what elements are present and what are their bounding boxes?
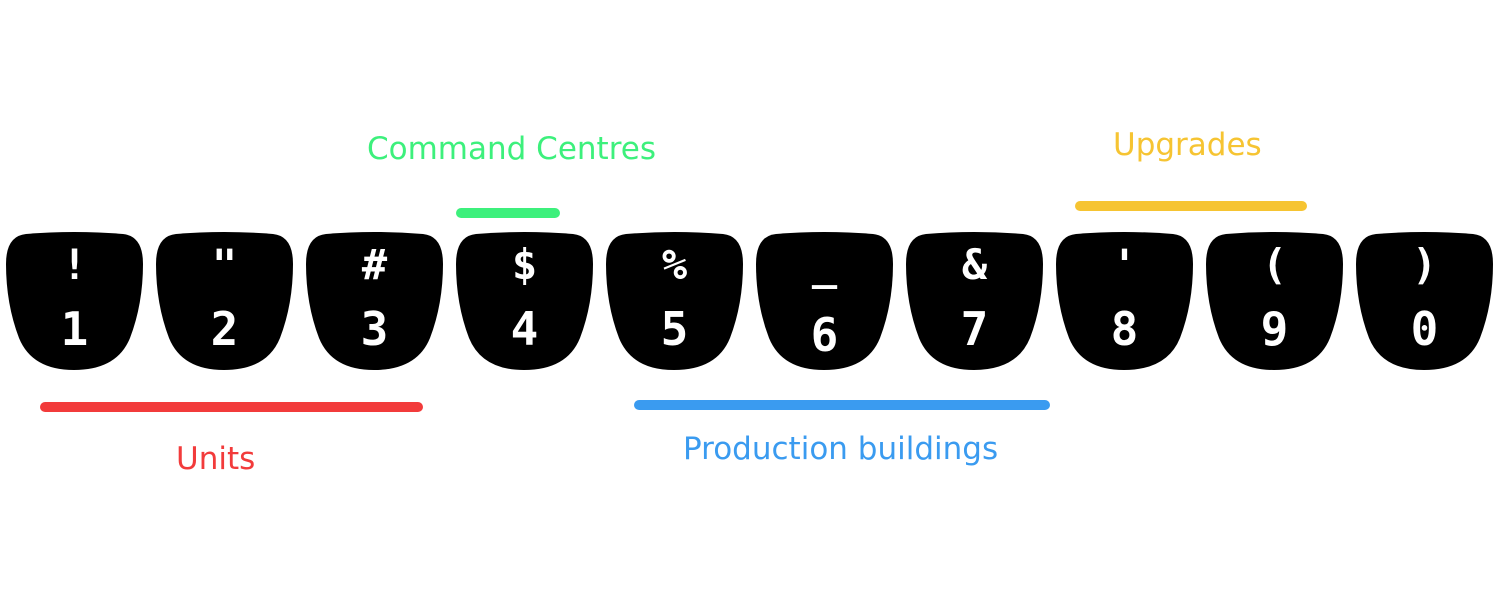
key-digit: 3 xyxy=(360,302,389,356)
key-4: $4 xyxy=(456,232,593,370)
key-symbol: ' xyxy=(1111,240,1138,289)
production-buildings-bar xyxy=(634,400,1050,410)
key-symbol: # xyxy=(361,240,388,289)
key-shape xyxy=(6,232,143,370)
key-shape xyxy=(456,232,593,370)
key-digit: 9 xyxy=(1260,302,1289,356)
key-shape xyxy=(1056,232,1193,370)
key-5: %5 xyxy=(606,232,743,370)
command-centres-bar xyxy=(456,208,560,218)
key-2: "2 xyxy=(156,232,293,370)
key-shape xyxy=(756,232,893,370)
key-1: !1 xyxy=(6,232,143,370)
command-centres-label: Command Centres xyxy=(367,131,656,167)
key-3: #3 xyxy=(306,232,443,370)
key-symbol: ) xyxy=(1411,240,1438,289)
key-symbol: " xyxy=(211,240,238,289)
key-digit: 7 xyxy=(960,302,989,356)
key-shape xyxy=(606,232,743,370)
key-shape xyxy=(906,232,1043,370)
key-8: '8 xyxy=(1056,232,1193,370)
key-digit: 0 xyxy=(1410,302,1439,356)
production-buildings-label: Production buildings xyxy=(683,431,999,467)
key-shape xyxy=(306,232,443,370)
key-7: &7 xyxy=(906,232,1043,370)
key-shape xyxy=(156,232,293,370)
key-6: _6 xyxy=(756,232,893,370)
key-9: (9 xyxy=(1206,232,1343,370)
upgrades-bar xyxy=(1075,201,1307,211)
key-symbol: _ xyxy=(811,240,838,289)
key-0: )0 xyxy=(1356,232,1493,370)
key-digit: 1 xyxy=(60,302,89,356)
key-digit: 2 xyxy=(210,302,239,356)
key-shape xyxy=(1206,232,1343,370)
units-bar xyxy=(40,402,423,412)
key-digit: 5 xyxy=(660,302,689,356)
key-shape xyxy=(1356,232,1493,370)
key-digit: 6 xyxy=(810,308,839,362)
key-symbol: % xyxy=(661,240,688,289)
key-symbol: $ xyxy=(511,240,538,289)
key-digit: 8 xyxy=(1110,302,1139,356)
units-label: Units xyxy=(176,441,256,477)
key-symbol: ( xyxy=(1261,240,1288,289)
upgrades-label: Upgrades xyxy=(1113,127,1262,163)
key-digit: 4 xyxy=(510,302,539,356)
key-symbol: ! xyxy=(61,240,88,289)
key-symbol: & xyxy=(961,240,988,289)
